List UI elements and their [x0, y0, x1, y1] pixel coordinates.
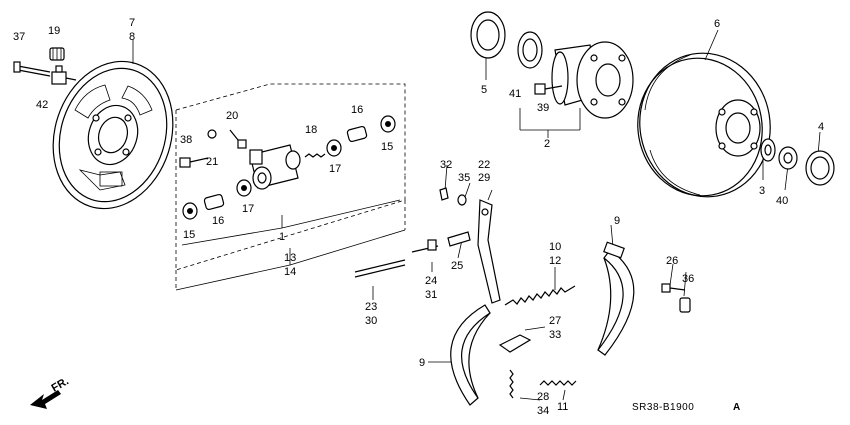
callout-4: 4	[818, 121, 824, 133]
callout-16-right: 16	[351, 104, 363, 116]
hub	[551, 41, 634, 119]
callout-37: 37	[13, 31, 25, 43]
bleeder-20	[229, 129, 247, 149]
callout-21: 21	[206, 156, 218, 168]
callout-11: 11	[557, 401, 568, 413]
callout-41: 41	[509, 88, 521, 100]
nut-19	[49, 47, 65, 61]
callout-7: 7	[129, 17, 135, 29]
spring-cup-36	[679, 297, 691, 313]
callout-31: 31	[425, 289, 437, 301]
callout-12: 12	[549, 255, 561, 267]
spring-28-34	[509, 369, 514, 399]
callout-25: 25	[451, 260, 463, 272]
washer-35	[457, 194, 467, 206]
callout-1: 1	[279, 231, 285, 243]
callout-16-left: 16	[212, 215, 224, 227]
callout-10: 10	[549, 241, 561, 253]
leader-lines	[132, 29, 821, 401]
diagram-code: SR38-B1900	[632, 402, 694, 413]
callout-36: 36	[682, 273, 694, 285]
callout-22: 22	[478, 159, 490, 171]
bearing-41	[517, 31, 543, 69]
right-piston-parts	[304, 115, 396, 158]
callout-17-left: 17	[242, 203, 254, 215]
callout-19: 19	[48, 25, 60, 37]
callout-24: 24	[425, 275, 437, 287]
callout-42: 42	[36, 99, 48, 111]
callout-30: 30	[365, 315, 377, 327]
bolt-39	[534, 83, 563, 95]
pin-32	[439, 187, 449, 201]
callout-23: 23	[365, 301, 377, 313]
plate-25	[447, 231, 471, 247]
adjuster-24-31	[411, 239, 439, 253]
callout-8: 8	[129, 31, 135, 43]
seal-5	[470, 11, 506, 59]
callout-39: 39	[537, 102, 549, 114]
spring-11	[539, 380, 577, 386]
spring-10-12	[504, 285, 576, 306]
callout-14: 14	[284, 266, 296, 278]
diagram-code-suffix: A	[733, 402, 741, 413]
wheel-cylinder	[249, 144, 301, 190]
callout-33: 33	[549, 329, 561, 341]
adjuster-23-30	[354, 259, 406, 278]
callout-26: 26	[666, 255, 678, 267]
callout-28: 28	[537, 391, 549, 403]
cap-21	[207, 129, 217, 139]
backing-plate	[52, 60, 174, 210]
bolt-37	[13, 61, 51, 77]
left-piston-parts	[182, 179, 252, 220]
callout-20: 20	[226, 110, 238, 122]
callout-29: 29	[478, 172, 490, 184]
cap-4	[805, 150, 835, 186]
shoe-lower	[450, 304, 491, 406]
callout-32: 32	[440, 159, 452, 171]
brake-drum	[637, 52, 771, 198]
callout-2: 2	[544, 138, 550, 150]
callout-9-lower: 9	[419, 357, 425, 369]
callout-18: 18	[305, 124, 317, 136]
bolt-38	[179, 157, 209, 168]
callout-34: 34	[537, 405, 549, 417]
callout-40: 40	[776, 195, 788, 207]
callout-15-left: 15	[183, 229, 195, 241]
shoe-upper	[597, 241, 635, 356]
direction-label: FR.	[50, 375, 71, 394]
diagram-code-label: SR38-B1900 A	[632, 402, 741, 413]
lever-22-29	[477, 199, 501, 304]
callout-13: 13	[284, 252, 296, 264]
callout-9-upper: 9	[614, 215, 620, 227]
callout-6: 6	[714, 18, 720, 30]
callout-5: 5	[481, 84, 487, 96]
callout-17-right: 17	[329, 163, 341, 175]
front-direction-arrow: FR.	[30, 375, 71, 409]
callout-38: 38	[180, 134, 192, 146]
pin-26	[661, 283, 686, 293]
nut-40	[778, 146, 798, 170]
callout-labels: 1 2 3 4 5 6 7 8 9 9 10 11 12 13 14 15 15…	[13, 17, 824, 417]
callout-15-right: 15	[381, 141, 393, 153]
callout-27: 27	[549, 315, 561, 327]
callout-35: 35	[458, 172, 470, 184]
clip-27-33	[498, 334, 532, 353]
callout-3: 3	[759, 185, 765, 197]
fitting-42	[51, 65, 77, 85]
washer-3	[760, 138, 776, 162]
